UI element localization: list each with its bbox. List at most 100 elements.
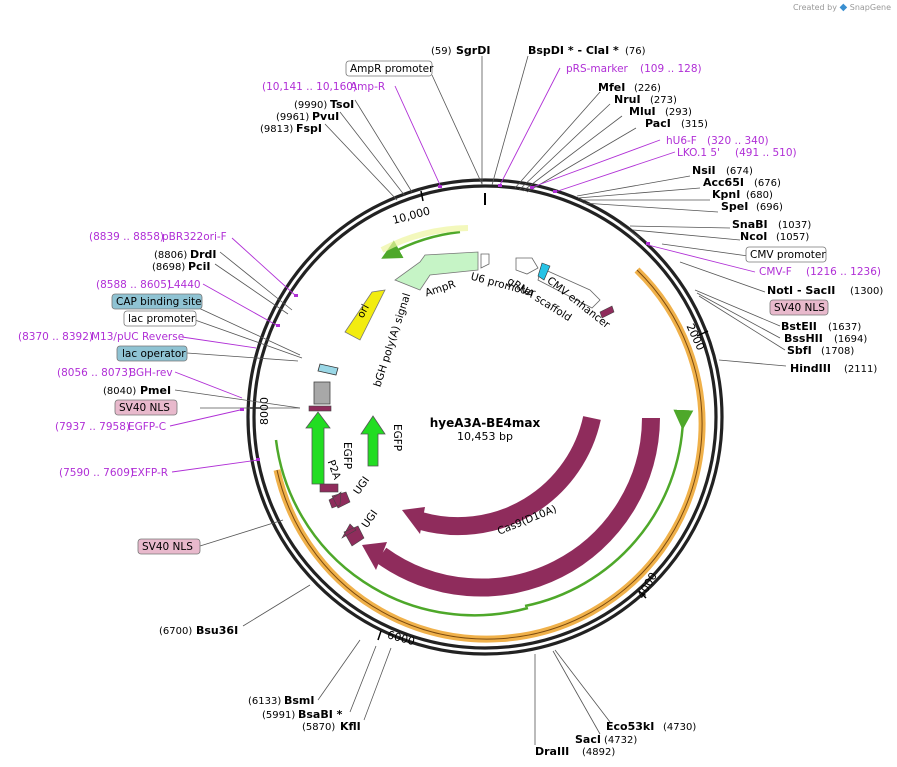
credit-prefix: Created by [792,3,837,12]
tick-label-10000: 10,000 [391,204,432,227]
site-pos-pvui: (9961) [276,112,309,123]
snapgene-credit: Created by ◆ SnapGene [793,2,891,13]
site-pos-bsabi: (5991) [262,710,295,721]
site-name-mfei: MfeI [598,81,625,94]
site-name-snabi: SnaBI [732,218,768,231]
primer-pos-hu6-f: (320 .. 340) [707,135,769,147]
site-name-spei: SpeI [721,200,748,213]
site-name-bsu36i: Bsu36I [196,624,238,637]
primer-pos-lko1: (491 .. 510) [735,147,797,159]
site-name-sbfi: SbfI [787,344,812,357]
site-pos-kfli: (5870) [302,722,335,733]
site-name-sgrdi: SgrDI [456,44,490,57]
backbone-inner-strand [252,184,718,650]
credit-brand: SnapGene [849,3,891,12]
primer-name-amp-r: Amp-R [350,81,385,93]
green-arc-top [381,230,461,259]
site-name-bsmi: BsmI [284,694,315,707]
site-pos-ncoi: (1057) [776,232,809,243]
site-name-saci: SacI [575,733,601,746]
primer-pos-exfp-r: (7590 .. 7609) [59,467,134,479]
box-cmv-promoter: CMV promoter [750,249,826,261]
site-name-noti-sacii: NotI - SacII [767,284,835,297]
sv40-nls-mark-left [308,405,332,412]
site-pos-drdi: (8806) [154,250,187,261]
site-labels: (59) SgrDI BspDI * - ClaI * (76) MfeI (2… [103,44,883,758]
plasmid-name: hyeA3A-BE4max [430,416,541,430]
primer-name-bgh-rev: BGH-rev [129,367,173,379]
primer-name-pbr322ori-f: pBR322ori-F [162,231,227,243]
site-pos-spei: (696) [756,202,783,213]
site-pos-draiii: (4892) [582,747,615,758]
primer-name-hu6-f: hU6-F [666,135,697,147]
site-pos-sbfi: (1708) [821,346,854,357]
site-pos-pmei: (8040) [103,386,136,397]
primer-pos-bgh-rev: (8056 .. 8073) [57,367,132,379]
cas9-d10a-arrowhead [402,507,425,534]
egfp-label-center: EGFP [391,424,403,451]
site-name-kfli: KflI [340,720,361,733]
site-pos-mlui: (293) [665,107,692,118]
primer-labels: pRS-marker (109 .. 128) hU6-F (320 .. 34… [18,63,881,479]
site-name-bsshii: BssHII [784,332,823,345]
site-pos-noti-sacii: (1300) [850,286,883,297]
site-name-paci: PacI [645,117,671,130]
site-name-hindiii: HindIII [790,362,831,375]
ugi-label-1: UGI [351,475,372,497]
site-name-draiii: DraIII [535,745,569,758]
bgh-polya-feature [317,363,339,376]
site-name-acc65i: Acc65I [703,176,744,189]
primer-name-egfp-c: EGFP-C [128,421,166,433]
cas9-arrowhead [362,542,387,570]
primer-marks [240,184,650,461]
site-name-nsii: NsiI [692,164,716,177]
tick-label-8000: 8000 [258,397,271,425]
site-pos-fspi: (9813) [260,124,293,135]
site-leaders [174,55,787,745]
site-pos-bspdi-clai: (76) [625,46,646,57]
grna-scaffold-feature [515,257,539,275]
site-pos-snabi: (1037) [778,220,811,231]
cmv-enhancer-feature [537,267,601,309]
primer-name-exfp-r: EXFP-R [131,467,168,479]
ampr-feature [394,251,479,291]
site-pos-nrui: (273) [650,95,677,106]
p2a-label: P2A [325,458,343,482]
cas9-d10a-feature [418,416,601,536]
green-arc-bottom [274,439,529,617]
site-pos-saci: (4732) [604,735,637,746]
site-pos-hindiii: (2111) [844,364,877,375]
ori-label: ori [355,302,372,320]
orf-arc-outer-edge [276,269,703,640]
site-name-bsabi: BsaBI * [298,708,343,721]
primer-pos-cmv-f: (1216 .. 1236) [806,266,881,278]
primer-name-prs-marker: pRS-marker [566,63,629,75]
site-pos-bsmi: (6133) [248,696,281,707]
ugi-label-2: UGI [360,508,381,530]
site-pos-pcii: (8698) [152,262,185,273]
bgh-polya-label: bGH poly(A) signal [372,292,414,389]
site-pos-sgrdi: (59) [431,46,452,57]
cas9-feature [375,417,660,597]
tick-label-6000: 6000 [386,628,416,648]
primer-pos-amp-r: (10,141 .. 10,160) [262,81,357,93]
box-sv40-nls-bottom: SV40 NLS [142,541,193,553]
ugi-feature-2 [341,523,365,547]
site-name-bsteii: BstEII [781,320,817,333]
site-pos-paci: (315) [681,119,708,130]
egfp-feature-center [360,415,386,467]
primer-pos-m13-puc-rev: (8370 .. 8392) [18,331,93,343]
site-pos-bsu36i: (6700) [159,626,192,637]
site-pos-bsteii: (1637) [828,322,861,333]
box-sv40-nls-left: SV40 NLS [119,402,170,414]
box-cap-binding-site: CAP binding site [116,296,202,308]
site-name-eco53ki: Eco53kI [606,720,654,733]
backbone-outer-strand [246,178,724,656]
primer-pos-pbr322ori-f: (8839 .. 8858) [89,231,164,243]
p2a-feature [319,483,339,493]
site-pos-tsoi: (9990) [294,100,327,111]
u6-promoter-feature [480,253,490,269]
primer-pos-l4440: (8588 .. 8605) [96,279,171,291]
site-pos-mfei: (226) [634,83,661,94]
